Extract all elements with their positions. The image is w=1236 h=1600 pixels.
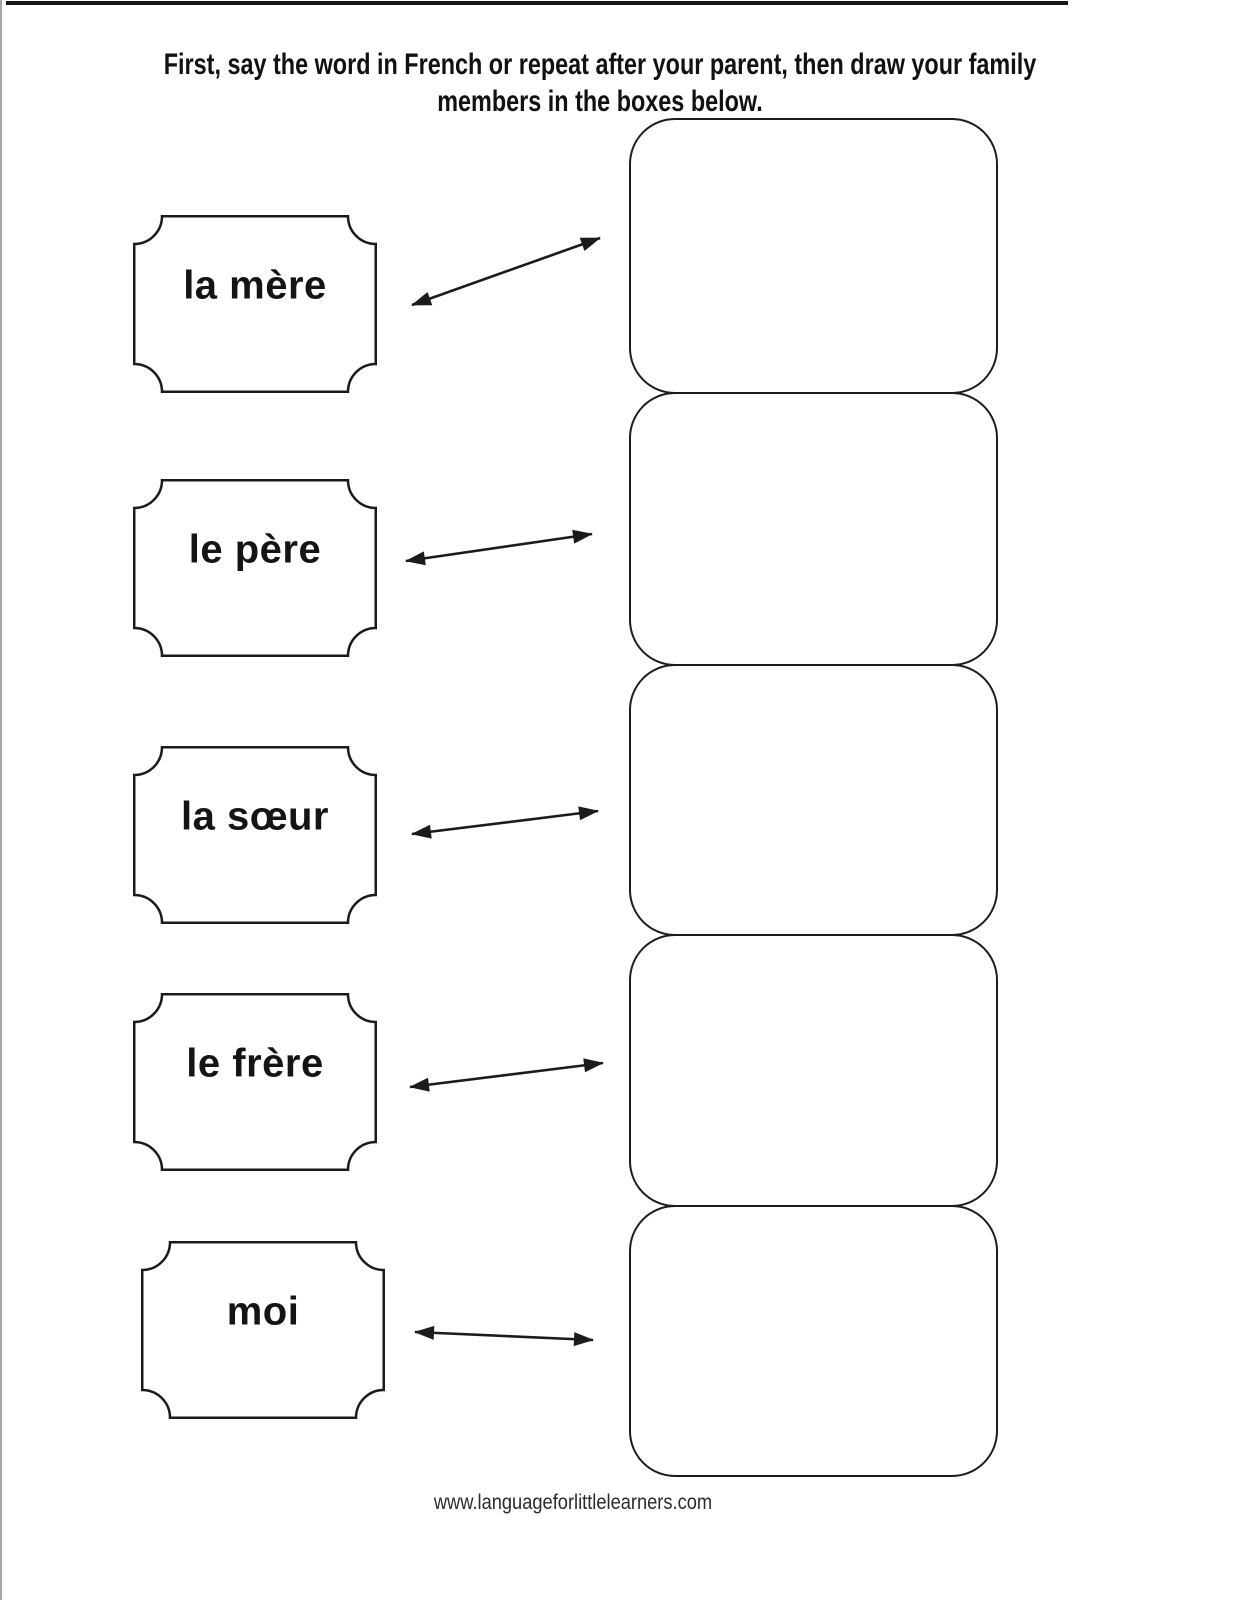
instructions-line-1: First, say the word in French or repeat …	[163, 48, 1037, 81]
instructions-text: First, say the word in French or repeat …	[132, 46, 1068, 120]
plaque-frame-icon	[133, 746, 377, 924]
vocab-plaque-5: moi	[141, 1241, 385, 1419]
vocab-label: le père	[188, 527, 322, 572]
plaque-frame-icon	[133, 215, 377, 393]
instructions-line-2: members in the boxes below.	[437, 85, 763, 118]
vocab-label: la mère	[183, 263, 327, 308]
connector-arrow-1	[411, 236, 601, 307]
drawing-box-5[interactable]	[629, 1205, 998, 1477]
scan-artifact-left-line	[0, 0, 2, 1600]
footer-url: www.languageforlittlelearners.com	[433, 1491, 713, 1514]
vocab-plaque-2: le père	[133, 479, 377, 657]
vocab-label: le frère	[186, 1041, 324, 1086]
drawing-box-4[interactable]	[629, 934, 998, 1207]
vocab-label: moi	[226, 1289, 300, 1334]
vocab-label: la sœur	[181, 794, 329, 839]
drawing-box-1[interactable]	[629, 118, 998, 394]
vocab-plaque-4: le frère	[133, 993, 377, 1171]
drawing-box-2[interactable]	[629, 392, 998, 666]
connector-arrow-4	[409, 1058, 604, 1092]
plaque-frame-icon	[133, 479, 377, 657]
connector-arrow-2	[405, 529, 593, 566]
scan-artifact-top-line	[6, 1, 1068, 5]
drawing-box-3[interactable]	[629, 664, 998, 936]
vocab-plaque-3: la sœur	[133, 746, 377, 924]
plaque-frame-icon	[133, 993, 377, 1171]
connector-arrow-5	[414, 1325, 594, 1347]
connector-arrow-3	[411, 806, 599, 839]
vocab-plaque-1: la mère	[133, 215, 377, 393]
plaque-frame-icon	[141, 1241, 385, 1419]
